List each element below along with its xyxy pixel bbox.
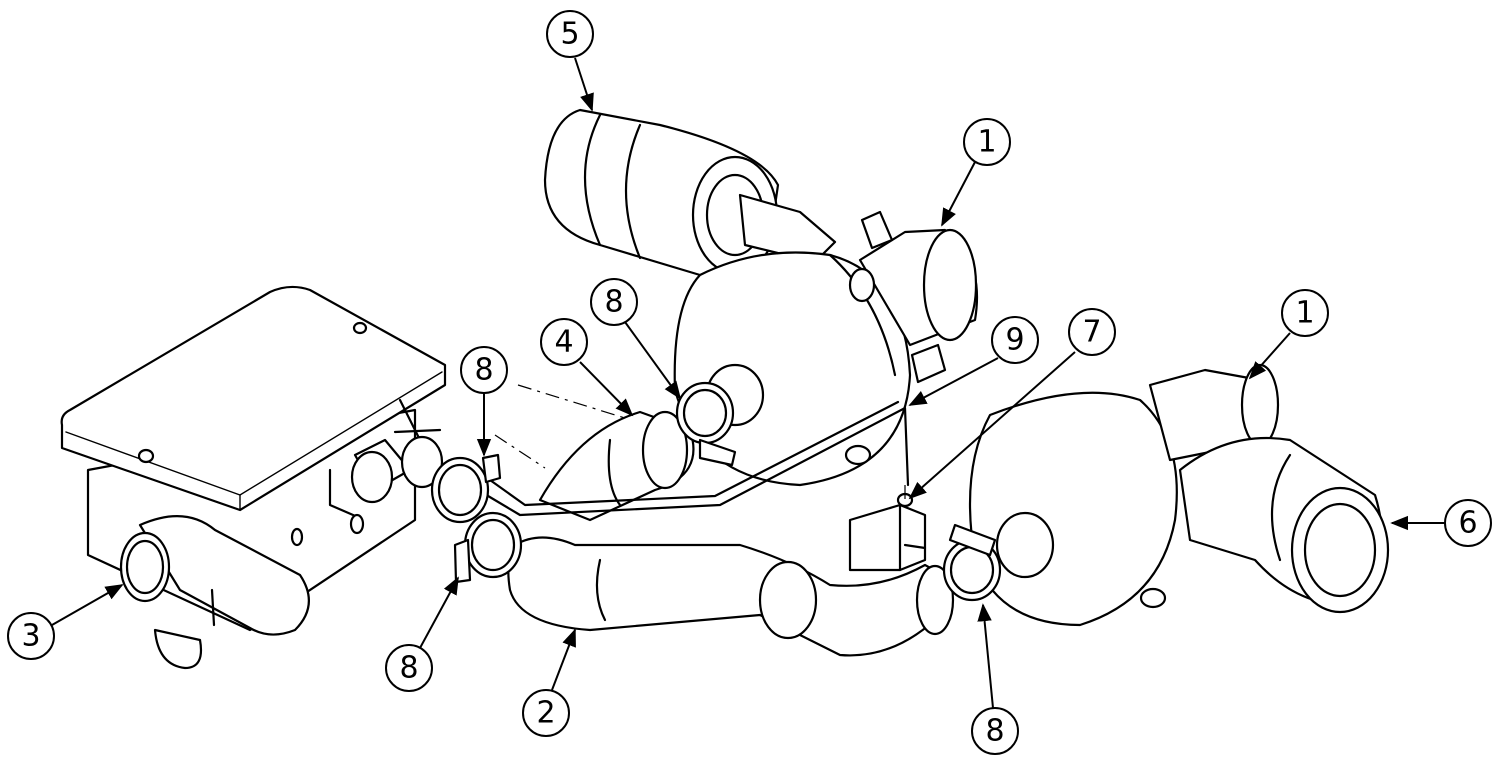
svg-text:8: 8 [604, 285, 623, 320]
tube-9 [476, 400, 910, 517]
svg-text:5: 5 [560, 17, 579, 52]
clamps-left [430, 453, 523, 584]
callout-8-lower-right: 8 [971, 603, 1019, 755]
callout-8-left-top: 8 [460, 346, 508, 457]
callout-6: 6 [1390, 499, 1492, 547]
svg-text:1: 1 [1295, 296, 1314, 331]
svg-text:7: 7 [1082, 315, 1101, 350]
callout-7: 7 [908, 308, 1116, 500]
callout-4: 4 [540, 318, 634, 417]
svg-text:8: 8 [399, 651, 418, 686]
callout-1-upper: 1 [941, 118, 1011, 227]
svg-text:8: 8 [474, 353, 493, 388]
centerline-1 [517, 384, 626, 419]
clamp-lower [942, 523, 1002, 602]
intake-silencer [543, 108, 837, 277]
svg-text:9: 9 [1005, 323, 1024, 358]
svg-text:6: 6 [1458, 506, 1477, 541]
callout-9: 9 [908, 316, 1039, 406]
svg-text:1: 1 [977, 125, 996, 160]
callout-2: 2 [522, 628, 576, 737]
clamp-upper [675, 381, 737, 467]
callout-8-upper: 8 [590, 278, 682, 400]
callout-8-left-bottom: 8 [385, 576, 459, 692]
sensor-7 [848, 492, 927, 572]
blower-lower [968, 363, 1390, 627]
heater-box [60, 285, 447, 670]
callout-1-lower: 1 [1248, 289, 1329, 380]
main-hose-2 [507, 536, 955, 657]
svg-text:8: 8 [985, 714, 1004, 749]
svg-text:3: 3 [21, 619, 40, 654]
centerline-2 [494, 434, 546, 469]
callout-5: 5 [546, 10, 594, 112]
svg-text:4: 4 [554, 325, 573, 360]
svg-text:2: 2 [536, 696, 555, 731]
callout-3: 3 [7, 584, 124, 660]
